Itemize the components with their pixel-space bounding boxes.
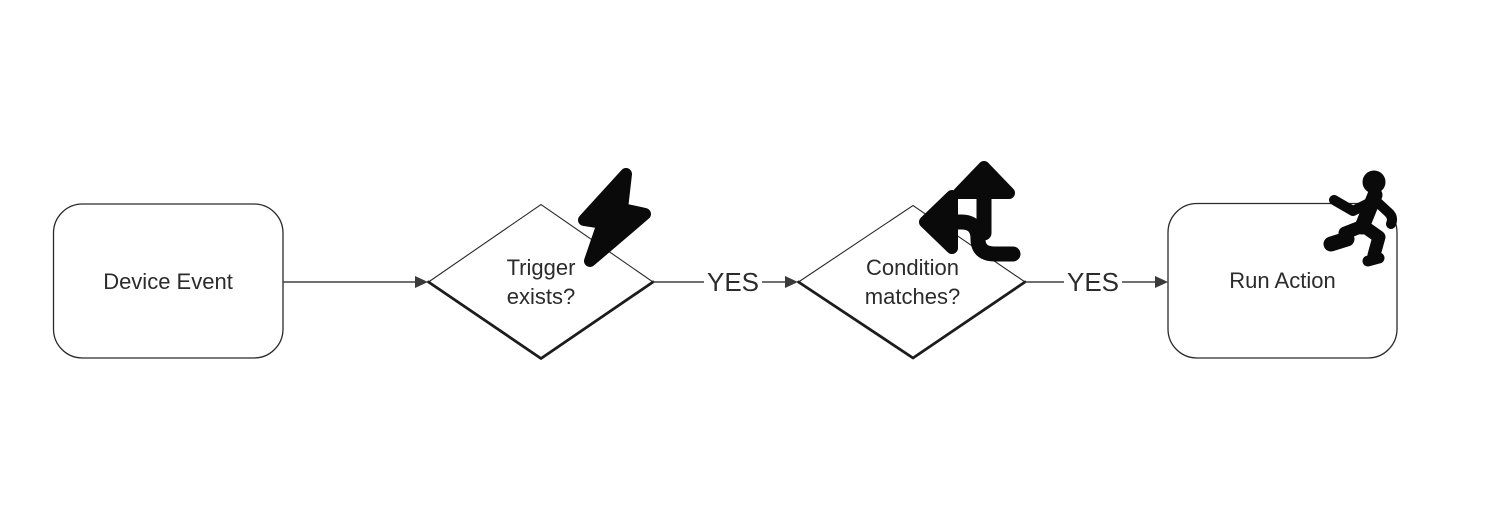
lightning-icon [578, 168, 651, 267]
runner-icon [1323, 170, 1397, 267]
arrowhead-icon [785, 276, 798, 288]
arrowhead-icon [1155, 276, 1168, 288]
node-device-event-shape [52, 203, 284, 359]
edge-device-to-trigger [283, 276, 428, 288]
arrowhead-icon [415, 276, 428, 288]
directions-icon [919, 161, 1021, 262]
edge-trigger-to-condition [653, 276, 798, 288]
edge-condition-to-run [1025, 276, 1168, 288]
